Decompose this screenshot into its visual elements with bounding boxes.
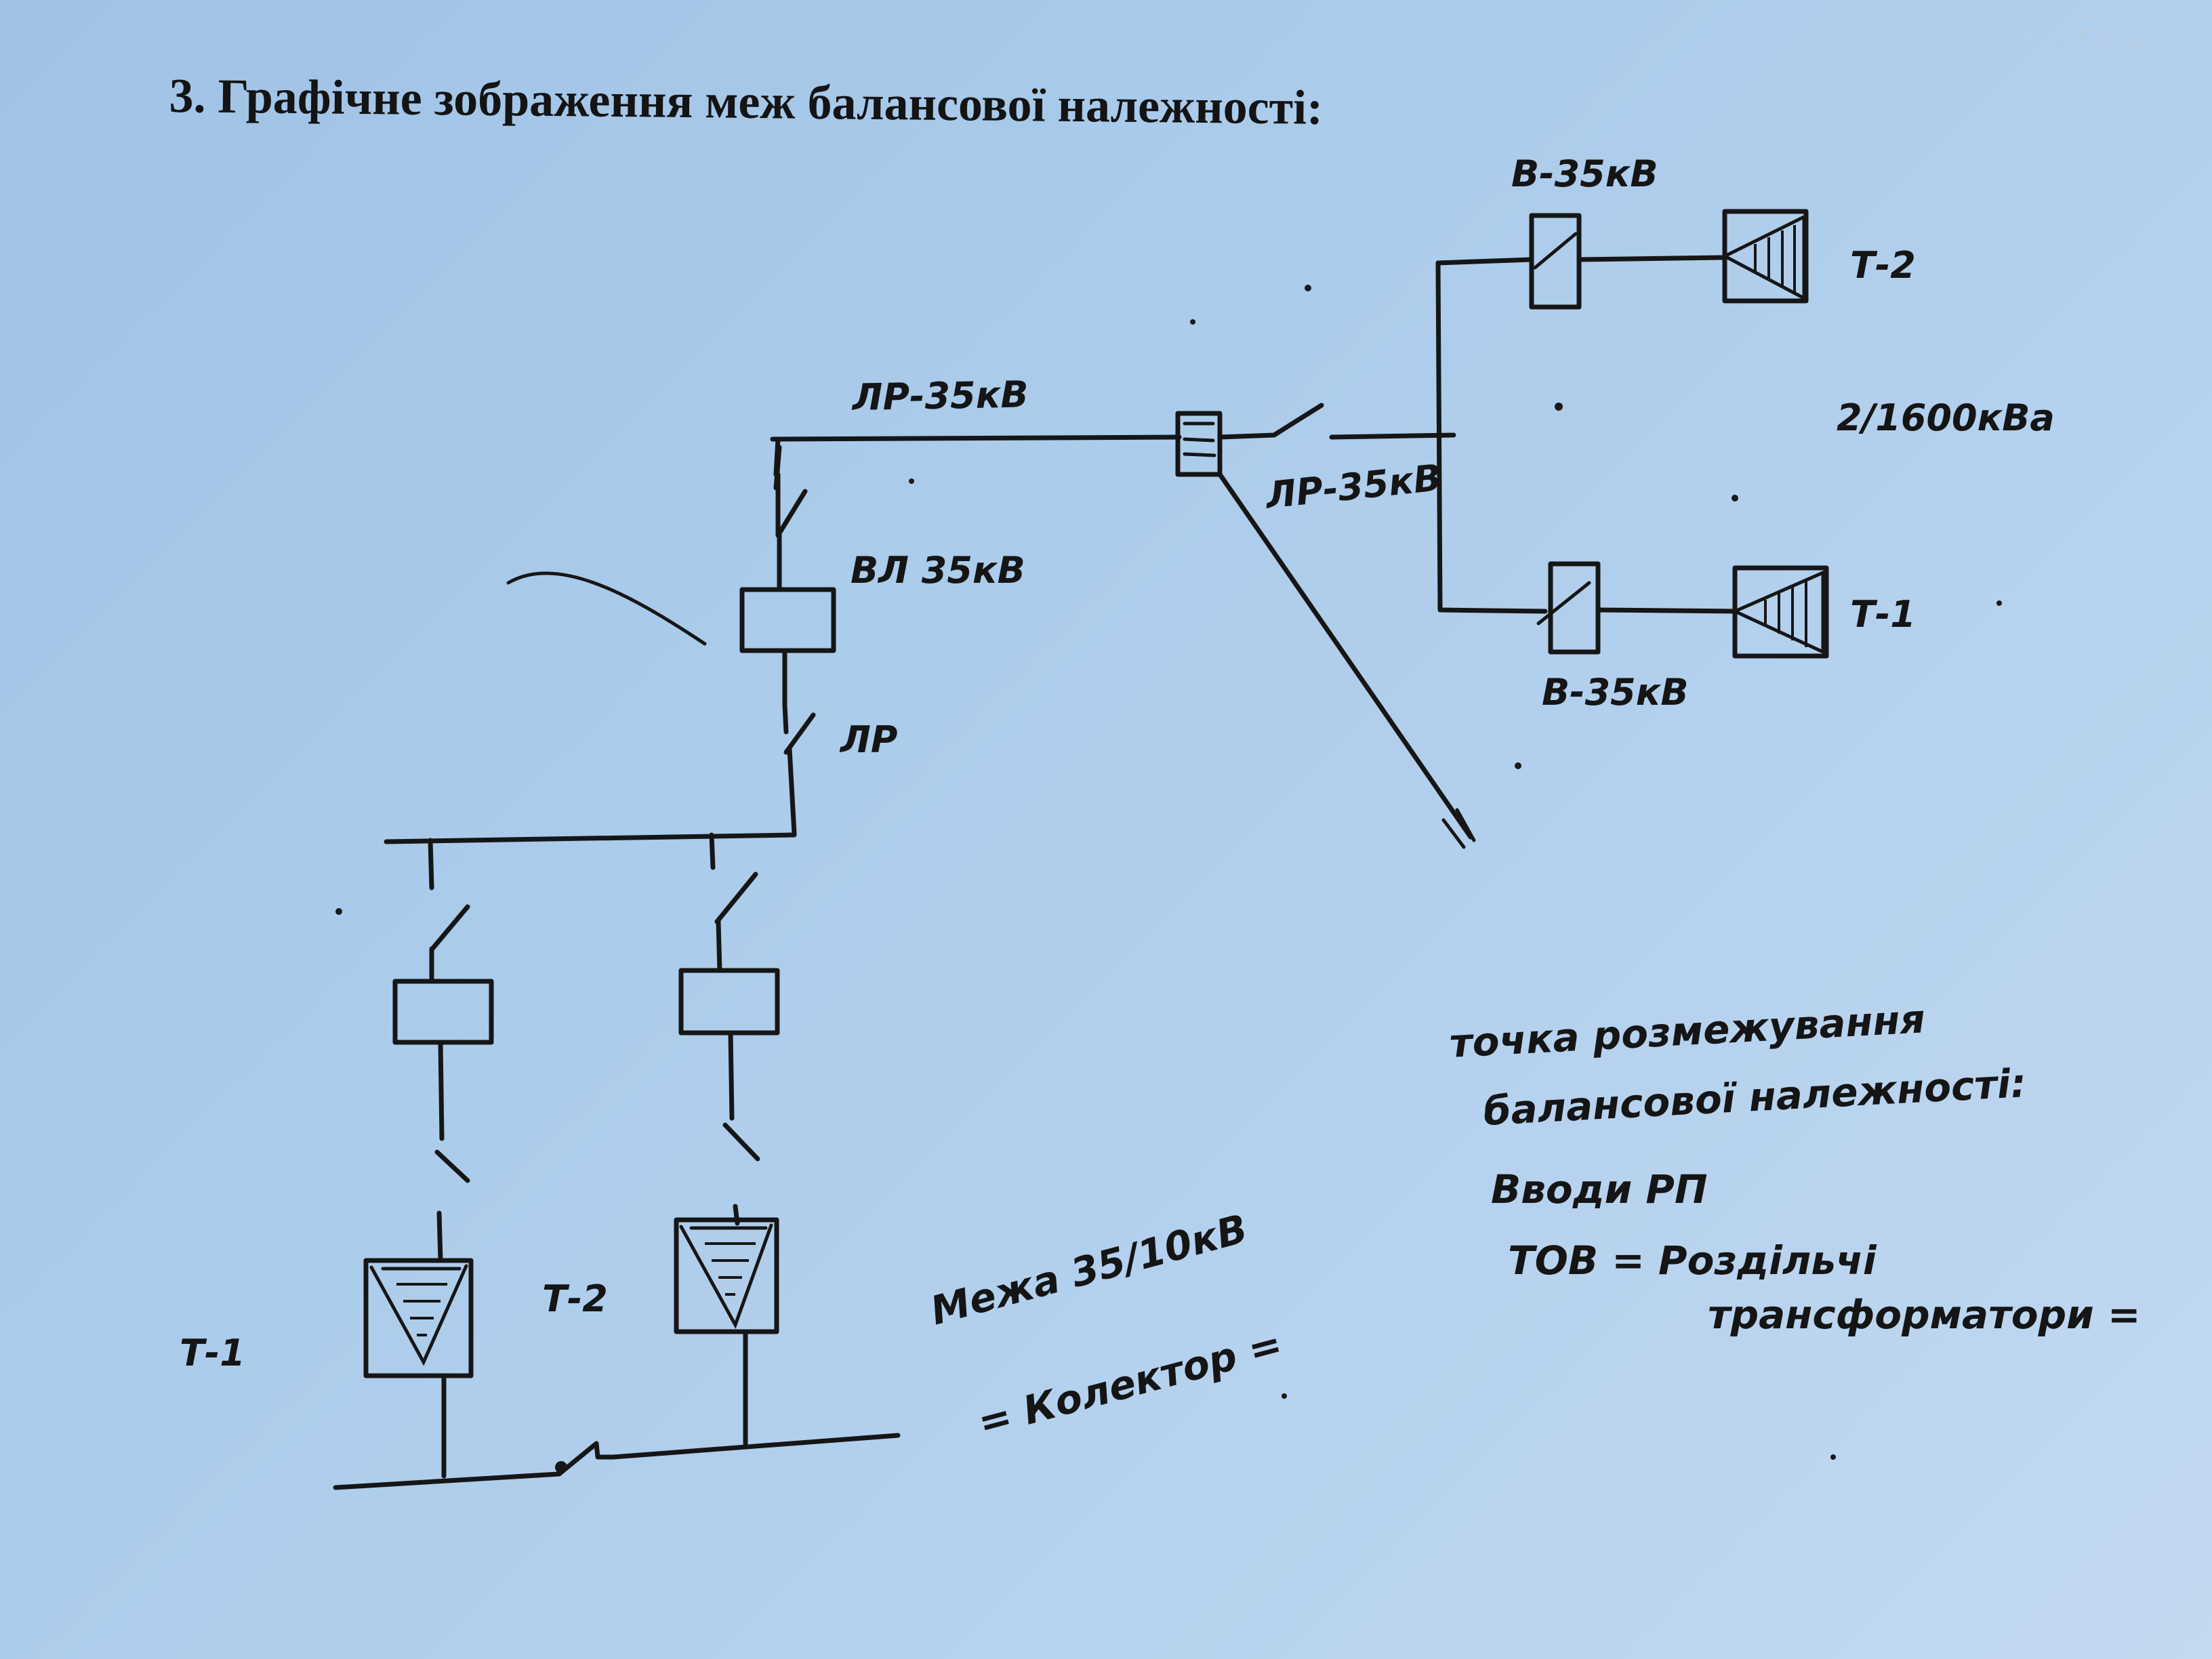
tap-end-mark <box>1441 808 1476 849</box>
note-right-line2: балансової належності: <box>1482 1060 2027 1134</box>
feeder-2-leads <box>716 919 760 1226</box>
feeder-1-leads <box>429 946 470 1263</box>
note-left-line1: Межа 35/10кВ <box>926 1206 1252 1334</box>
right-vertical-bus <box>1435 260 1548 614</box>
transformer-t2-symbol <box>679 1223 773 1330</box>
transformer-t2-right-symbol <box>1721 213 1806 302</box>
decorative-curve <box>506 571 707 646</box>
disconnector-top-switch <box>775 472 808 538</box>
feeder-2-disconnector <box>709 832 758 924</box>
right-upper-branch <box>1435 257 1534 266</box>
line-35kv-main <box>770 434 1182 442</box>
handwritten-notes: Межа 35/10кВ = Колектор = точка розмежув… <box>926 996 2141 1446</box>
transformer-t1-right-hatch <box>1764 579 1807 647</box>
feeder-1-disconnector <box>428 838 470 951</box>
transformer-t2-left <box>674 1217 779 1334</box>
label-transformer-left-2: Т-2 <box>542 1277 608 1320</box>
transformer-t2-hatch <box>705 1242 756 1296</box>
right-substation <box>1529 209 1829 659</box>
transformer-t2-right-hatch <box>1754 225 1796 293</box>
breaker-left-leads <box>777 533 787 708</box>
breaker-bottom-slash <box>1536 581 1591 626</box>
label-breaker-bottom: В-35кВ <box>1542 671 1689 714</box>
feeder-2-breaker <box>678 968 780 1036</box>
label-capacity: 2/1600кВа <box>1837 396 2055 439</box>
label-transformer-top: Т-2 <box>1850 244 1916 287</box>
left-busbar <box>384 832 797 844</box>
note-right-line3: Вводи РП <box>1491 1166 1707 1212</box>
transformer-t1-right <box>1732 565 1829 659</box>
label-disconnector-left: ЛР <box>839 718 897 761</box>
note-left-line2: = Колектор = <box>973 1321 1287 1446</box>
transformer-t1-symbol <box>369 1264 468 1366</box>
transformer-t1-hatch <box>396 1283 447 1336</box>
bus-coupler-point <box>555 1461 567 1473</box>
label-breaker-top: В-35кВ <box>1511 152 1658 195</box>
breaker-top-box <box>1529 213 1582 310</box>
note-right-line1: точка розмежування <box>1448 996 1926 1067</box>
line-35kv <box>770 257 1548 849</box>
label-transformer-left-1: Т-1 <box>180 1332 245 1374</box>
diagram-labels: ЛР-35кВ ЛР-35кВ В-35кВ В-35кВ Т-2 Т-1 2/… <box>180 152 2055 1374</box>
note-right-line5: трансформатори = <box>1708 1292 2141 1338</box>
label-switch-right: ЛР-35кВ <box>1263 456 1443 517</box>
note-right-line4: ТОВ = Роздільчі <box>1508 1237 1877 1284</box>
metering-point-box <box>1175 411 1223 477</box>
breaker-left-box <box>739 587 836 653</box>
label-transformer-bottom: Т-1 <box>1850 593 1916 636</box>
breaker-top-slash <box>1533 232 1578 270</box>
tap-line <box>1217 472 1473 840</box>
metering-point-hatch <box>1183 422 1216 457</box>
disconnector-lr-switch <box>782 702 816 836</box>
label-line-35kv: ЛР-35кВ <box>851 373 1029 419</box>
transformer-t1-left <box>363 1258 474 1378</box>
ink-specks <box>335 285 2002 1460</box>
feeder-1-breaker <box>392 979 494 1045</box>
top-branch-line <box>1576 255 1727 262</box>
label-breaker-left: ВЛ 35кВ <box>851 549 1025 592</box>
busbar-10kv <box>333 1433 901 1490</box>
bottom-branch-line <box>1595 607 1738 614</box>
left-substation <box>333 436 901 1490</box>
switch-lr-35kv <box>1217 403 1456 440</box>
